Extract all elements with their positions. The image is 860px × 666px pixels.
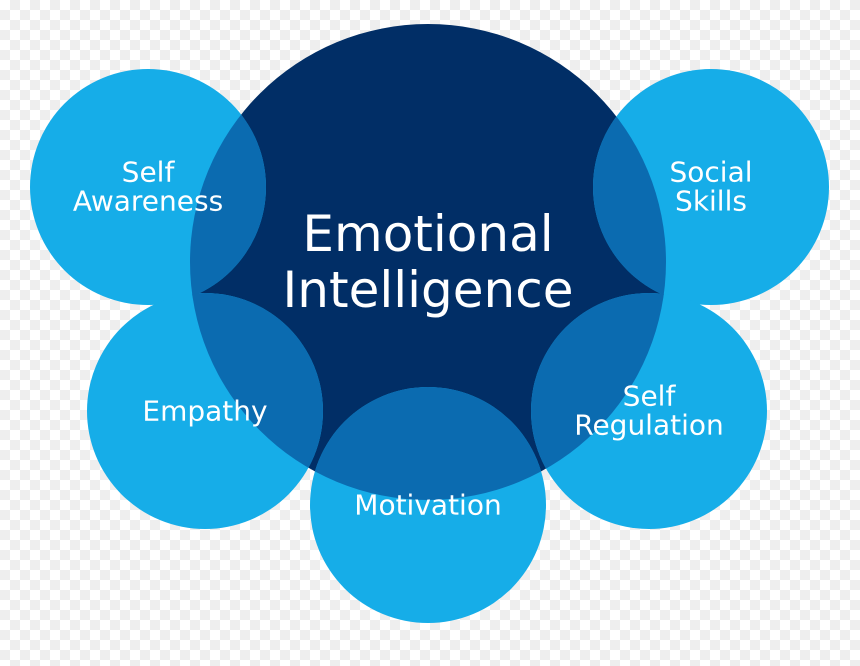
overlap-region-motivation (310, 387, 546, 500)
center-label: Emotional Intelligence (283, 206, 574, 318)
node-label-motivation: Motivation (354, 488, 502, 522)
center-label-line: Intelligence (282, 261, 574, 319)
node-label-social-skills: Social Skills (669, 155, 753, 218)
node-label-self-regulation: Self Regulation (574, 379, 724, 442)
node-label-self-awareness: Self Awareness (72, 155, 224, 218)
center-label-line: Emotional (302, 205, 554, 263)
node-label-empathy: Empathy (142, 394, 268, 428)
